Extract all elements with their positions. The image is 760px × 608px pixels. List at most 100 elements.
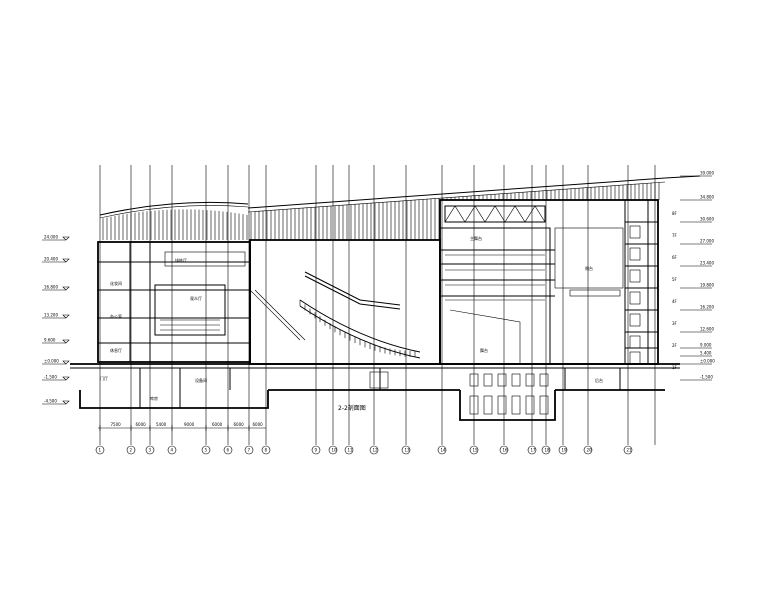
room-label: 排练厅 bbox=[175, 257, 187, 263]
floor-label: 5F bbox=[672, 277, 678, 282]
axis-label: 11 bbox=[348, 448, 354, 453]
axis-bubble bbox=[369, 445, 379, 455]
axis-label: 19 bbox=[562, 448, 568, 453]
room-labels: 观众厅 舞台 化妆间 办公室 排练厅 休息厅 库房 设备间 门厅 侧台 主舞台 … bbox=[100, 235, 603, 401]
axis-bubble bbox=[437, 445, 447, 455]
axis-bubble bbox=[95, 445, 105, 455]
axis-bubble bbox=[328, 445, 338, 455]
room-label: 观众厅 bbox=[190, 296, 202, 301]
level-label: 27.000 bbox=[700, 239, 714, 244]
floor-label: 4F bbox=[672, 299, 678, 304]
axis-bubble bbox=[558, 445, 568, 455]
dimension-label: 7500 bbox=[111, 422, 122, 427]
axis-label: 9 bbox=[315, 448, 318, 453]
room-label: 设备间 bbox=[195, 377, 207, 383]
roof-louvers bbox=[102, 182, 660, 240]
level-label: 24.000 bbox=[44, 235, 58, 240]
tower-rooms bbox=[554, 200, 649, 364]
axis-label: 18 bbox=[545, 448, 551, 453]
level-label: 9.000 bbox=[700, 343, 712, 348]
dimension-label: 9000 bbox=[184, 422, 195, 427]
left-floors bbox=[98, 261, 250, 344]
stage-area bbox=[439, 205, 551, 415]
levels-right: 39.000 34.800 30.600 27.000 23.400 19.800 16.2… bbox=[672, 171, 715, 381]
level-label: 39.000 bbox=[700, 171, 714, 176]
level-label: 34.800 bbox=[700, 195, 714, 200]
level-label: 12.600 bbox=[700, 327, 714, 332]
floor-label: 6F bbox=[672, 255, 678, 260]
axis-label: 16 bbox=[503, 448, 509, 453]
room-label: 门厅 bbox=[100, 375, 108, 381]
floor-label: 7F bbox=[672, 233, 678, 238]
floor-label: 1F bbox=[672, 365, 678, 370]
room-label: 侧台 bbox=[585, 265, 593, 271]
level-label: ±0.000 bbox=[44, 359, 59, 364]
axis-label: 12 bbox=[373, 448, 379, 453]
axis-label: 15 bbox=[473, 448, 479, 453]
axis-label: 4 bbox=[171, 448, 174, 453]
level-label: -1.500 bbox=[700, 375, 713, 380]
level-label: -1.500 bbox=[44, 375, 57, 380]
level-label: 23.400 bbox=[700, 261, 714, 266]
floor-label: 3F bbox=[672, 321, 678, 326]
axis-bubble bbox=[541, 445, 551, 455]
level-label: -4.500 bbox=[44, 399, 57, 404]
dimension-label: 6000 bbox=[253, 422, 264, 427]
axis-bubble bbox=[201, 445, 211, 455]
dimension-label: 6000 bbox=[136, 422, 147, 427]
axis-label: 10 bbox=[332, 448, 338, 453]
room-label: 化妆间 bbox=[110, 280, 122, 286]
level-label: 16.200 bbox=[700, 305, 714, 310]
axis-bubble bbox=[583, 445, 593, 455]
room-label: 库房 bbox=[150, 395, 158, 401]
axis-bubble bbox=[126, 445, 136, 455]
axis-bubble bbox=[167, 445, 177, 455]
right-floors bbox=[440, 221, 658, 365]
axis-label: 21 bbox=[627, 448, 633, 453]
axis-bubble bbox=[469, 445, 479, 455]
axis-bubble bbox=[261, 445, 271, 455]
dimension-label: 5400 bbox=[156, 422, 167, 427]
axis-label: 17 bbox=[531, 448, 537, 453]
floor-label: 8F bbox=[672, 211, 678, 216]
axis-bubble bbox=[344, 445, 354, 455]
level-label: 13.200 bbox=[44, 313, 58, 318]
axis-label: 14 bbox=[441, 448, 447, 453]
axis-bubble bbox=[499, 445, 509, 455]
axis-label: 8 bbox=[265, 448, 268, 453]
level-label: 30.600 bbox=[700, 217, 714, 222]
section-label: 2-2剖面图 bbox=[338, 404, 366, 412]
room-label: 办公室 bbox=[110, 313, 122, 319]
axis-bubble bbox=[527, 445, 537, 455]
building-outline bbox=[70, 199, 680, 421]
axis-label: 6 bbox=[227, 448, 230, 453]
basement bbox=[139, 368, 621, 408]
level-label: ±0.000 bbox=[700, 359, 715, 364]
level-label: 20.400 bbox=[44, 257, 58, 262]
axis-bubble bbox=[145, 445, 155, 455]
dimension-label: 6000 bbox=[234, 422, 245, 427]
dimension-line: 7500 6000 5400 9000 6000 6000 6000 bbox=[98, 422, 266, 431]
axis-label: 5 bbox=[205, 448, 208, 453]
axis-label: 3 bbox=[149, 448, 152, 453]
dimension-label: 6000 bbox=[212, 422, 223, 427]
room-label: 主舞台 bbox=[470, 235, 482, 241]
axis-bubble bbox=[623, 445, 633, 455]
level-label: 19.800 bbox=[700, 283, 714, 288]
axis-label: 7 bbox=[248, 448, 251, 453]
floor-label: 2F bbox=[672, 343, 678, 348]
levels-left: 24.000 20.400 16.800 13.200 9.600 ±0.000 -1.50… bbox=[42, 235, 70, 405]
axis-bubble bbox=[244, 445, 254, 455]
level-label: 16.800 bbox=[44, 285, 58, 290]
axis-label: 1 bbox=[99, 448, 102, 453]
auditorium-seating bbox=[249, 271, 421, 359]
roof bbox=[99, 175, 701, 240]
axis-label: 13 bbox=[405, 448, 411, 453]
axis-bubble bbox=[311, 445, 321, 455]
level-label: 9.600 bbox=[44, 338, 56, 343]
axis-bubble bbox=[223, 445, 233, 455]
room-label: 休息厅 bbox=[110, 347, 122, 353]
axis-label: 20 bbox=[587, 448, 593, 453]
